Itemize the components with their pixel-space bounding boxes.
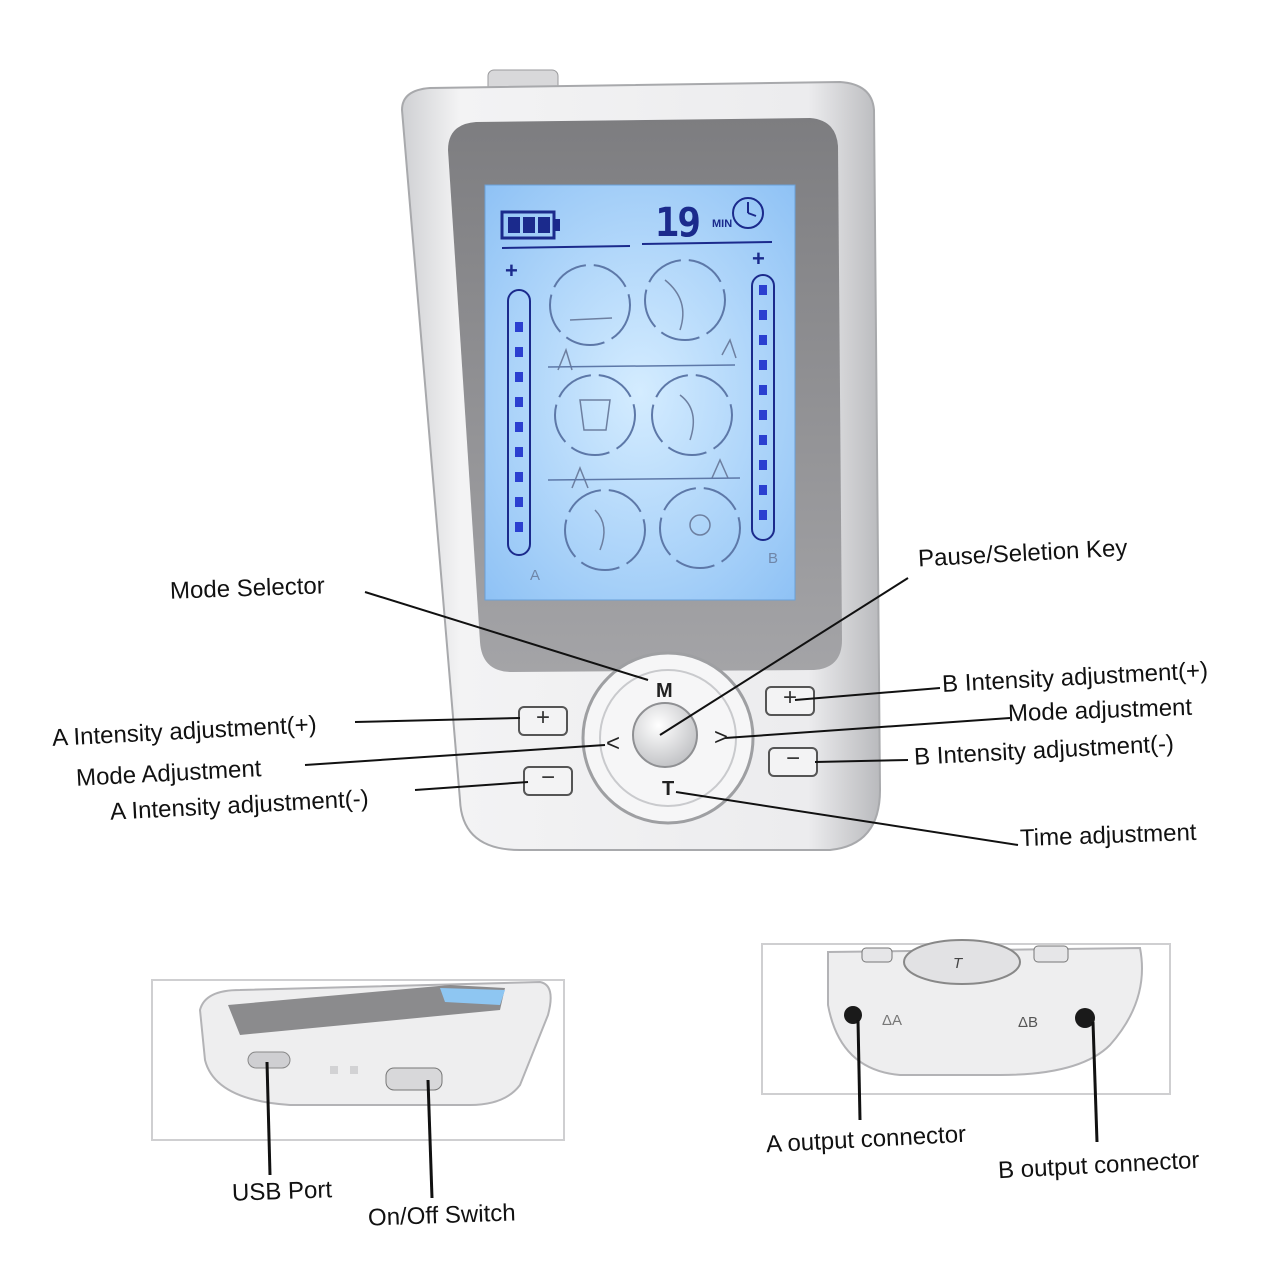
a-output-jack[interactable] — [844, 1006, 862, 1024]
label-usb-port: USB Port — [231, 1176, 333, 1207]
mode-icons — [549, 259, 741, 571]
leader-lines — [304, 577, 1019, 846]
channel-b-plus: + — [752, 246, 765, 271]
a-port-mark: ΔA — [882, 1012, 903, 1029]
label-on-off-switch: On/Off Switch — [367, 1199, 517, 1232]
timer-unit: MIN — [712, 218, 733, 230]
channel-b-label: B — [768, 550, 779, 567]
channel-a-plus: + — [505, 258, 518, 283]
intensity-bar-b — [751, 274, 775, 541]
b-minus-symbol: − — [785, 745, 800, 772]
on-off-switch[interactable] — [385, 1067, 443, 1091]
a-plus-symbol: + — [535, 704, 550, 731]
a-minus-symbol: − — [540, 764, 555, 791]
b-plus-button[interactable] — [765, 686, 815, 716]
mode-selector-button[interactable]: M — [656, 680, 673, 702]
intensity-bar-a — [507, 289, 531, 556]
b-port-mark: ΔB — [1018, 1014, 1039, 1031]
lcd-screen — [484, 184, 796, 601]
usb-port[interactable] — [247, 1051, 291, 1069]
mode-right-button[interactable]: > — [714, 724, 729, 751]
timer-readout: 19 — [655, 200, 701, 246]
b-plus-symbol: + — [782, 684, 797, 711]
mode-left-button[interactable]: < — [606, 730, 621, 757]
b-output-jack[interactable] — [1075, 1008, 1095, 1028]
a-minus-button[interactable] — [523, 766, 573, 796]
inset-time-mark: T — [953, 955, 963, 972]
time-adjustment-button[interactable]: T — [662, 778, 675, 800]
a-plus-button[interactable] — [518, 706, 568, 736]
pause-selection-button[interactable] — [632, 702, 698, 768]
clock-icon — [732, 197, 764, 229]
label-mode-selector: Mode Selector — [169, 572, 326, 605]
channel-a-label: A — [530, 567, 541, 584]
